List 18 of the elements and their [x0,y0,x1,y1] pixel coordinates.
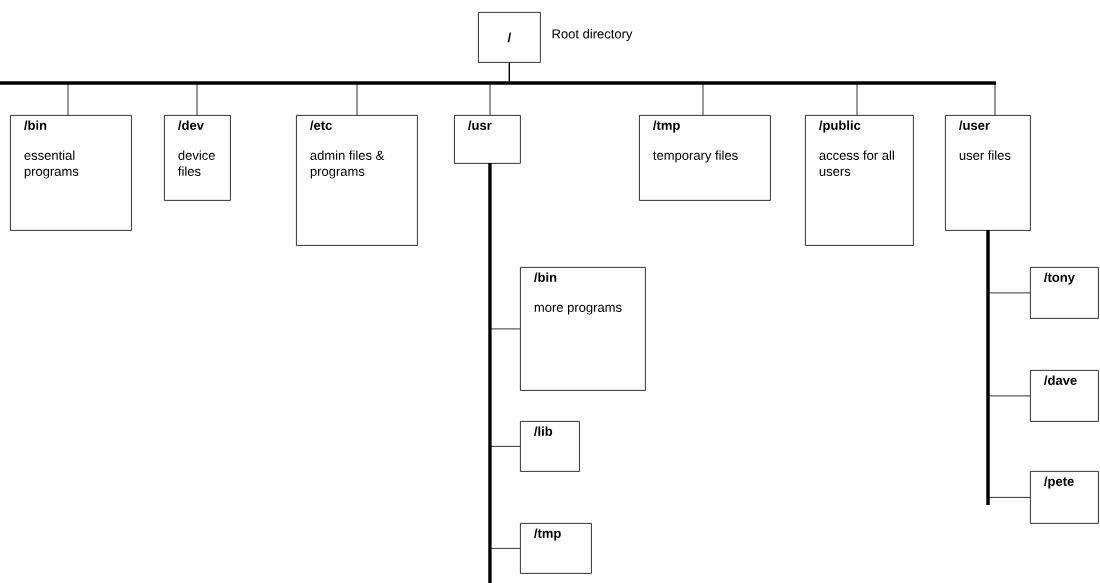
directory-box: /user user files [945,115,1031,231]
directory-box: / [478,12,541,63]
connector-line [489,163,521,549]
directory-box: /tony [1030,267,1099,319]
directory-box: /pete [1030,471,1099,524]
directory-box: /lib [520,421,580,472]
caption-text: Root directory [552,28,633,42]
directory-box: /usr [454,115,521,164]
directory-box: /tmp [520,523,592,574]
connector-line [987,230,1031,498]
directory-box: /bin more programs [520,267,646,391]
directory-box: /dave [1030,370,1099,422]
directory-box: /bin essential programs [10,115,132,231]
directory-box: /public access for all users [805,115,914,246]
directory-box: /dev device files [164,115,231,201]
directory-box: /tmp temporary files [639,115,771,201]
directory-box: /etc admin files & programs [296,115,418,246]
connector-line [509,62,996,116]
